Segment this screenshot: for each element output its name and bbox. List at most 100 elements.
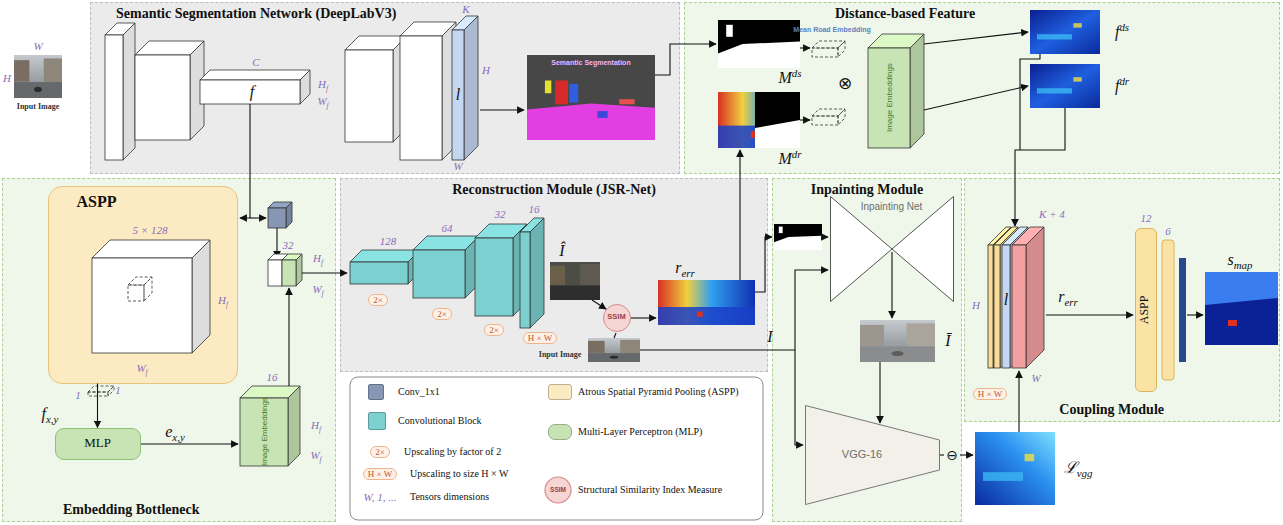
label-anchor: H [3, 72, 11, 85]
symbol-base: W [317, 95, 326, 107]
network-outline [805, 405, 939, 504]
aspp-output-layer [1162, 240, 1174, 380]
dimension-label: K [462, 3, 469, 16]
legend-text-anchor: Convolutional Block [398, 415, 482, 427]
label-anchor: smap [1228, 251, 1253, 269]
arrow-line [924, 32, 1028, 44]
block-front-face [1012, 245, 1026, 368]
upscale-badge: 2× [368, 294, 388, 306]
symbol-label: l [456, 86, 460, 104]
dimension-label: H [3, 72, 11, 85]
arrow-line [940, 454, 944, 455]
label-anchor: fdr [1115, 77, 1129, 95]
mlp-block: MLP [55, 428, 141, 460]
street-photo [860, 320, 935, 362]
photo-building [907, 323, 936, 346]
symbol-label: rerr [1058, 288, 1078, 306]
symbol-label: I [767, 328, 772, 346]
segmentation-object [545, 81, 551, 94]
dimension-label: W [453, 160, 462, 173]
block-side-face [530, 218, 544, 328]
block-front-face [812, 116, 838, 125]
block-side-face [838, 41, 845, 57]
symbol-base: W [312, 283, 321, 295]
label-anchor: 2× [432, 308, 452, 320]
heat-map [975, 432, 1055, 505]
label-anchor: H × W [363, 468, 397, 480]
label-anchor: ⊖ [946, 447, 958, 463]
flow-arrow [97, 384, 98, 428]
symbol-index: f [320, 455, 322, 464]
arrow-line [141, 443, 238, 444]
label-anchor: W [453, 160, 462, 173]
symbol-label: f [250, 83, 254, 101]
label-anchor: fx,y [42, 405, 59, 423]
block-front-face [994, 245, 1000, 368]
block-label: ASPP [1139, 295, 1153, 324]
symbol-label: Mdr [779, 150, 802, 168]
block-top-face [88, 386, 114, 392]
symbol-label: Ī [945, 332, 950, 350]
symbol-base: W [136, 362, 145, 374]
block-label: SSIM [607, 313, 625, 322]
photo-road [550, 286, 600, 300]
dimension-label: 64 [442, 222, 453, 235]
dimension-label: 12 [1141, 212, 1152, 225]
dimension-label: Hf [313, 252, 323, 265]
segmentation-map [527, 55, 655, 140]
arrow-line [640, 270, 828, 350]
legend-frame [350, 377, 763, 520]
label-anchor: f [250, 83, 254, 101]
label-anchor: Ī [945, 332, 950, 350]
block-label: VGG-16 [842, 448, 882, 461]
block-front-face [345, 50, 393, 142]
label-anchor: 64 [442, 222, 453, 235]
label-anchor: 2× [484, 324, 504, 336]
label-anchor: Î [559, 242, 564, 260]
label-anchor: ex,y [165, 423, 184, 441]
block-side-face [296, 254, 302, 286]
arrow-line [800, 119, 810, 120]
label-anchor: 5 × 128 [133, 224, 168, 237]
symbol-index: vgg [1077, 467, 1093, 479]
arrow-line [800, 47, 810, 48]
photo-building [588, 341, 605, 353]
arrow-line [250, 217, 266, 218]
label-anchor: Semantic Segmentation [551, 59, 630, 67]
upscale-badge: 2× [432, 308, 452, 320]
photo-road [14, 82, 62, 98]
symbol-label: Î [559, 242, 564, 260]
block-front-face [400, 36, 442, 160]
dimension-label: Wf [136, 362, 147, 375]
label-anchor: 16 [267, 371, 278, 384]
module-title: Coupling Module [1059, 402, 1164, 418]
symbol-index: dr [1119, 74, 1129, 86]
ssim-symbol: SSIM [550, 486, 566, 493]
photo-building [860, 325, 884, 346]
label-anchor: 2× [368, 294, 388, 306]
symbol-index: dr [792, 147, 802, 159]
block-top-face [812, 41, 845, 48]
legend-swatch [368, 384, 384, 400]
block-label: MLP [84, 436, 111, 451]
label-anchor: rerr [1058, 288, 1078, 306]
label-anchor: Wf [312, 283, 323, 296]
symbol-base: W [310, 449, 319, 461]
dimension-label: W [1031, 372, 1040, 385]
arrow-line [288, 288, 289, 386]
legend-text-anchor: Structural Similarity Index Measure [578, 484, 722, 496]
symbol-base: H [318, 78, 326, 90]
symbol-index: f [226, 300, 228, 309]
label-anchor: Hf [313, 252, 323, 265]
legend-swatch [368, 412, 386, 430]
label-anchor: Image Embeddings [230, 427, 299, 436]
symbol-label: fx,y [42, 405, 59, 423]
label-anchor: W, 1, ... [364, 491, 397, 504]
dimension-label: C [252, 56, 259, 69]
legend-text: Upscaling by factor of 2 [404, 446, 501, 458]
label-anchor: I [767, 328, 772, 346]
label-anchor: 16 [529, 203, 540, 216]
symbol-index: x,y [172, 431, 184, 443]
block-side-face [123, 23, 135, 160]
